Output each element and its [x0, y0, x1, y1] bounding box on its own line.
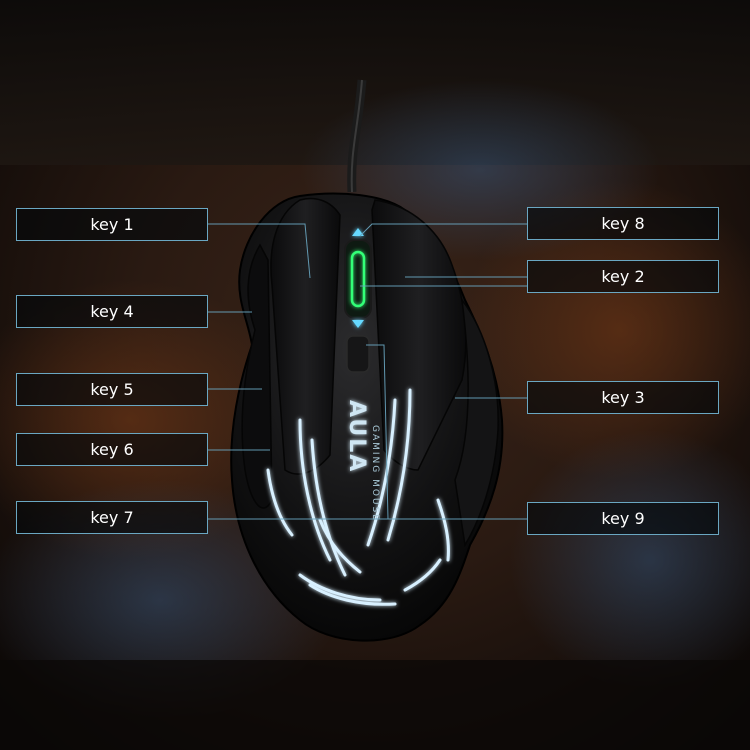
callout-lines	[207, 223, 528, 520]
key3-label: key 3	[527, 381, 719, 414]
mouse-key9-button	[346, 335, 370, 373]
mouse-product-text: GAMING MOUSE	[370, 425, 380, 522]
dpi-up-arrow-icon	[352, 228, 364, 236]
key1-label: key 1	[16, 208, 208, 241]
key6-label: key 6	[16, 433, 208, 466]
light-strips	[266, 388, 450, 606]
key9-label: key 9	[527, 502, 719, 535]
key5-label: key 5	[16, 373, 208, 406]
gaming-mouse: AULA GAMING MOUSE	[230, 192, 504, 642]
key7-label: key 7	[16, 501, 208, 534]
mouse-brand-text: AULA	[344, 400, 369, 473]
key8-label: key 8	[527, 207, 719, 240]
key2-label: key 2	[527, 260, 719, 293]
mouse-left-button	[270, 197, 341, 475]
key4-label: key 4	[16, 295, 208, 328]
mouse-side-buttons	[241, 243, 273, 509]
dpi-down-arrow-icon	[352, 320, 364, 328]
